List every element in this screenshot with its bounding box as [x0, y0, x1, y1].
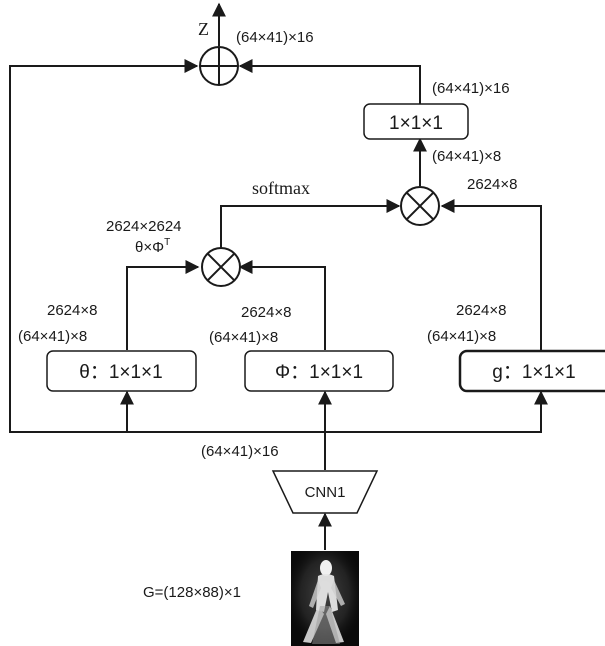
z-dimension-label: (64×41)×16: [236, 29, 314, 46]
phi-size-label: 2624×8: [241, 304, 291, 321]
cnn-output-dimension-label: (64×41)×16: [201, 443, 279, 460]
bus-to-theta-arrow: [127, 392, 325, 432]
g-label: g：1×1×1: [492, 362, 575, 383]
theta-box: θ：1×1×1: [47, 351, 196, 391]
multiply-node-output: [401, 187, 439, 225]
gait-energy-image: [291, 551, 359, 646]
mult-output-dimension-label: (64×41)×8: [432, 148, 501, 165]
top-conv-dimension-label: (64×41)×16: [432, 80, 510, 97]
phi-dimension-label: (64×41)×8: [209, 329, 278, 346]
theta-to-mult-arrow: [127, 267, 198, 350]
g-dimension-label: (64×41)×8: [427, 328, 496, 345]
g-size-label: 2624×8: [456, 302, 506, 319]
mult-output-size-label: 2624×8: [467, 176, 517, 193]
cnn-block: CNN1: [273, 471, 377, 513]
attention-formula-label: θ×ΦT: [135, 237, 170, 256]
z-label: Z: [198, 19, 209, 39]
conv-to-sum-arrow: [240, 66, 420, 104]
attention-dimension-label: 2624×2624: [106, 218, 182, 235]
theta-size-label: 2624×8: [47, 302, 97, 319]
multiply-node-attention: [202, 248, 240, 286]
cnn-label: CNN1: [305, 484, 346, 501]
bus-to-g-arrow: [325, 392, 541, 432]
softmax-arrow: [221, 206, 399, 248]
theta-dimension-label: (64×41)×8: [18, 328, 87, 345]
sum-node: [200, 47, 238, 85]
input-dimension-label: G=(128×88)×1: [143, 584, 241, 601]
softmax-label: softmax: [252, 178, 310, 198]
top-conv-label: 1×1×1: [389, 113, 443, 134]
theta-label: θ：1×1×1: [79, 362, 162, 383]
phi-label: Φ：1×1×1: [275, 362, 363, 383]
g-box: g：1×1×1: [460, 351, 605, 391]
top-conv-box: 1×1×1: [364, 104, 468, 139]
phi-box: Φ：1×1×1: [245, 351, 393, 391]
